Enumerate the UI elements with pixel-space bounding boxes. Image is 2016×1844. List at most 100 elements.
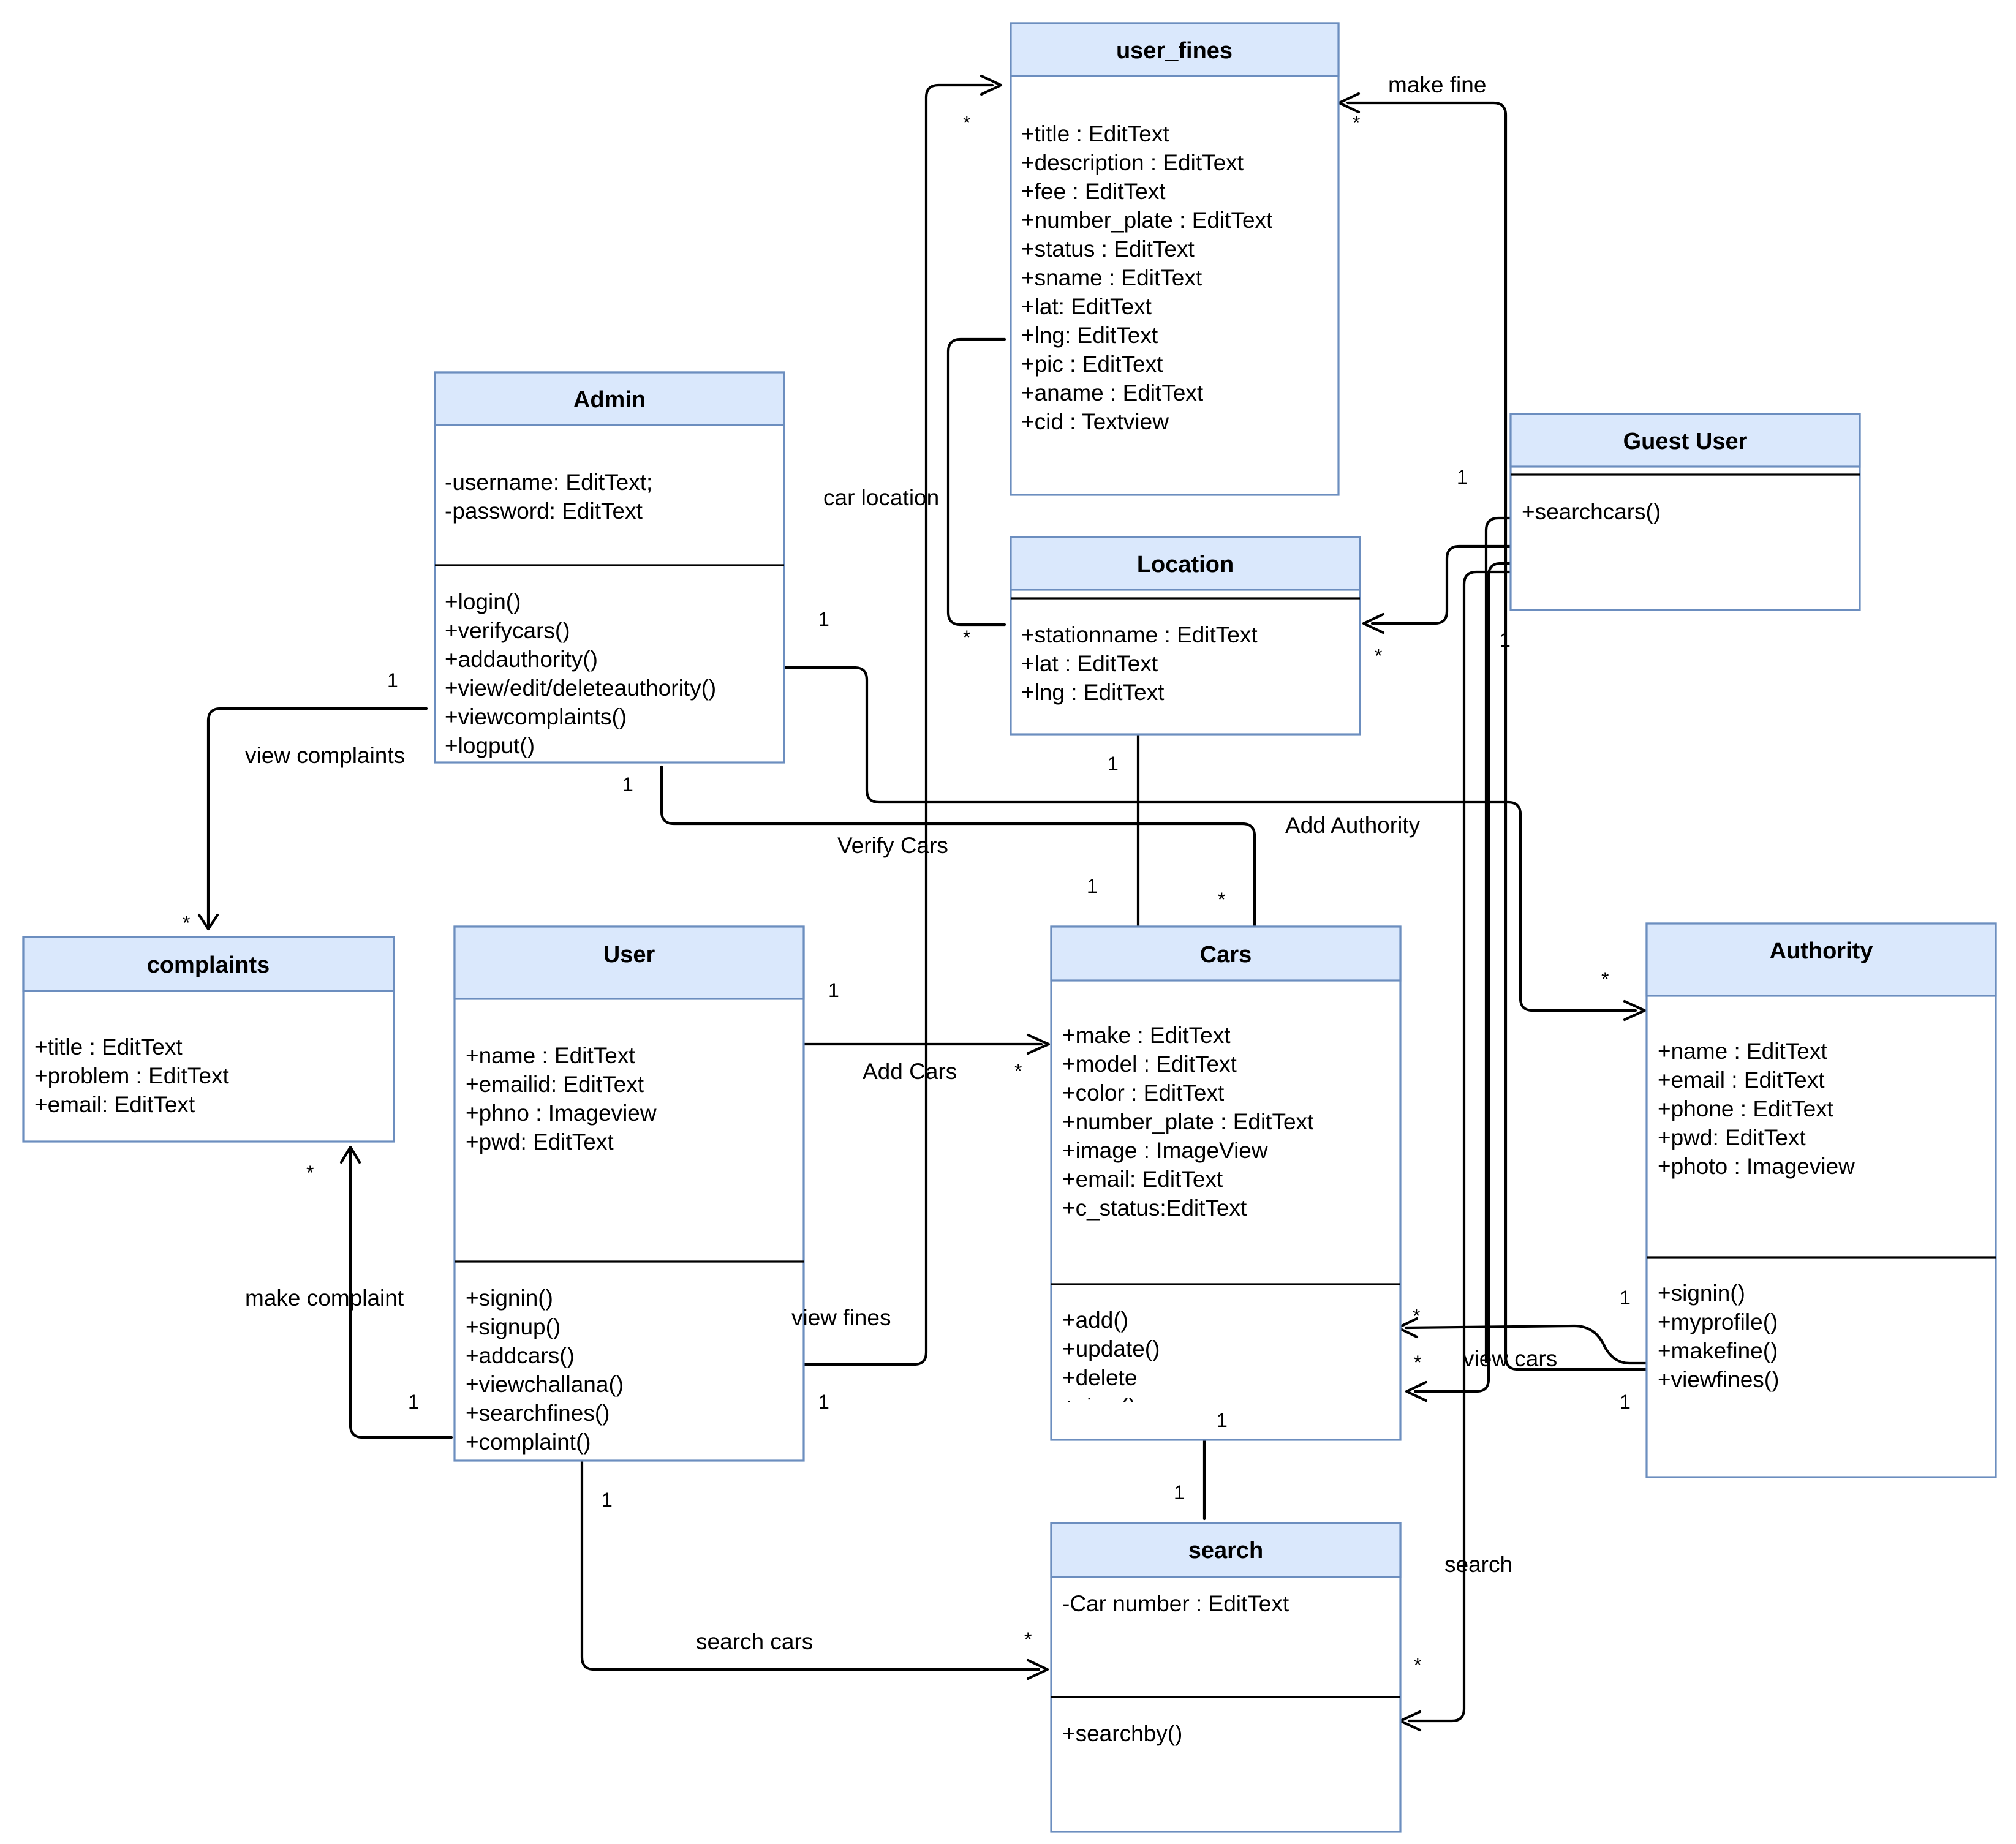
authority-attribute: +name : EditText <box>1658 1039 1827 1064</box>
edge-guest-location <box>1370 544 1516 625</box>
class-search-title: search <box>1188 1538 1264 1564</box>
authority-method: +viewfines() <box>1658 1367 1779 1392</box>
search-attribute: -Car number : EditText <box>1062 1591 1289 1616</box>
multiplicities: * * 1 1 * * 1 1 1 1 1 * * * 1 * * 1 * * … <box>183 112 1631 1676</box>
class-user-title: User <box>603 942 655 968</box>
class-cars-header <box>1050 925 1402 982</box>
class-admin-header <box>434 371 785 426</box>
edge-admin-complaints <box>206 707 428 928</box>
arrowhead-authority <box>1623 999 1647 1022</box>
user-fines-member: +aname : EditText <box>1021 380 1204 405</box>
user-method: +viewchallana() <box>466 1372 624 1397</box>
location-member: +lng : EditText <box>1021 680 1165 705</box>
cars-attribute: +make : EditText <box>1062 1023 1231 1048</box>
mult-one: 1 <box>387 669 398 691</box>
mult-one: 1 <box>1174 1481 1185 1503</box>
edge-user-search <box>580 1459 1041 1671</box>
cars-method: +update() <box>1062 1336 1160 1361</box>
user-fines-member: +title : EditText <box>1021 121 1169 146</box>
user-fines-member: +description : EditText <box>1021 150 1244 175</box>
user-fines-member: +number_plate : EditText <box>1021 208 1273 233</box>
arrowhead-userfines-left <box>980 74 1003 96</box>
admin-method: +verifycars() <box>445 618 570 643</box>
arrowhead-complaints-bottom <box>339 1145 361 1164</box>
mult-star: * <box>1414 1352 1421 1374</box>
mult-star: * <box>1024 1628 1032 1650</box>
mult-star: * <box>306 1162 314 1184</box>
mult-one: 1 <box>602 1489 613 1511</box>
authority-attribute: +photo : Imageview <box>1658 1154 1855 1179</box>
user-fines-member: +fee : EditText <box>1021 179 1166 204</box>
complaints-member: +email: EditText <box>34 1092 195 1117</box>
user-fines-member: +status : EditText <box>1021 236 1195 262</box>
authority-method: +myprofile() <box>1658 1309 1778 1334</box>
arrowheads <box>197 74 1647 1732</box>
connectors <box>206 83 1653 1723</box>
mult-one: 1 <box>1108 753 1119 775</box>
admin-method: +addauthority() <box>445 647 598 672</box>
class-user: User +name : EditText +emailid: EditText… <box>453 925 805 1462</box>
class-authority-title: Authority <box>1770 938 1873 964</box>
arrowhead-complaints-top <box>197 913 219 931</box>
user-fines-member: +sname : EditText <box>1021 265 1202 290</box>
mult-one: 1 <box>1217 1409 1228 1431</box>
class-guest-user-header <box>1509 413 1861 468</box>
authority-method: +makefine() <box>1658 1338 1778 1363</box>
edge-label-view-fines: view fines <box>791 1305 891 1330</box>
class-complaints-title: complaints <box>147 952 270 978</box>
admin-method: +viewcomplaints() <box>445 704 627 729</box>
mult-star: * <box>1218 889 1225 911</box>
cars-attribute: +image : ImageView <box>1062 1138 1268 1163</box>
class-authority-box <box>1645 922 1997 1478</box>
edge-guest-searchcars-entry <box>1484 516 1521 1364</box>
mult-star: * <box>1601 968 1609 990</box>
class-search-header <box>1050 1522 1402 1578</box>
class-admin-box <box>434 371 785 764</box>
authority-attribute: +email : EditText <box>1658 1067 1825 1093</box>
user-fines-member: +pic : EditText <box>1021 352 1163 377</box>
user-method: +signup() <box>466 1314 561 1339</box>
mult-one: 1 <box>408 1391 419 1413</box>
edge-label-make-fine: make fine <box>1388 72 1486 97</box>
arrowhead-cars-guest <box>1405 1380 1428 1402</box>
user-method: +searchfines() <box>466 1401 610 1426</box>
authority-method: +signin() <box>1658 1281 1745 1306</box>
class-admin: Admin -username: EditText; -password: Ed… <box>434 371 785 764</box>
class-user-fines-title: user_fines <box>1116 38 1233 64</box>
authority-attribute: +pwd: EditText <box>1658 1125 1806 1150</box>
user-attribute: +pwd: EditText <box>466 1129 614 1154</box>
user-fines-member: +lat: EditText <box>1021 294 1152 319</box>
user-attribute: +emailid: EditText <box>466 1072 644 1097</box>
edge-label-add-authority: Add Authority <box>1285 813 1421 838</box>
edge-label-make-complaint: make complaint <box>245 1285 404 1311</box>
location-member: +lat : EditText <box>1021 651 1158 676</box>
mult-one: 1 <box>1087 875 1098 897</box>
user-fines-member: +lng: EditText <box>1021 323 1158 348</box>
cars-attribute: +model : EditText <box>1062 1052 1237 1077</box>
edge-label-search: search <box>1444 1552 1512 1577</box>
edge-label-car-location: car location <box>823 485 939 510</box>
class-authority-header <box>1645 922 1997 997</box>
mult-one: 1 <box>622 773 633 796</box>
mult-one: 1 <box>1620 1287 1631 1309</box>
user-method: +complaint() <box>466 1429 591 1455</box>
user-attribute: +name : EditText <box>466 1043 635 1068</box>
mult-one: 1 <box>1620 1391 1631 1413</box>
location-member: +stationname : EditText <box>1021 622 1258 647</box>
class-authority: Authority +name : EditText +email : Edit… <box>1645 922 1997 1478</box>
class-user-fines: user_fines +title : EditText +descriptio… <box>1010 22 1340 496</box>
class-user-fines-box <box>1010 22 1340 496</box>
mult-one: 1 <box>1457 466 1468 488</box>
cars-method: +delete <box>1062 1365 1137 1390</box>
user-method: +signin() <box>466 1285 553 1311</box>
complaints-member: +title : EditText <box>34 1034 183 1059</box>
cars-method: +view() <box>1062 1394 1136 1419</box>
user-fines-member: +cid : Textview <box>1021 409 1169 434</box>
cars-attribute: +number_plate : EditText <box>1062 1109 1314 1134</box>
class-user-fines-header <box>1010 22 1340 77</box>
class-cars: Cars +make : EditText +model : EditText … <box>1050 925 1402 1441</box>
edge-authority-cars-viewcars <box>1404 1324 1653 1365</box>
edge-label-view-cars: view cars <box>1463 1346 1557 1371</box>
mult-star: * <box>963 112 970 134</box>
